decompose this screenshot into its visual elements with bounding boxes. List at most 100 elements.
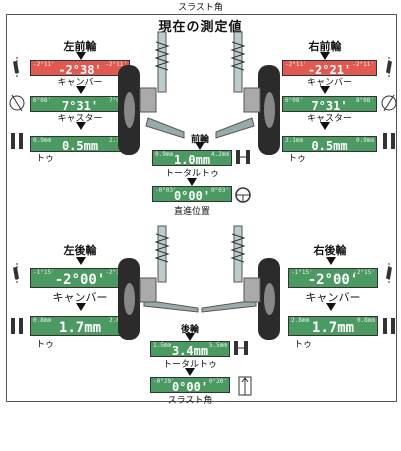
range-max: 2.8mm xyxy=(109,317,127,325)
caster-icon xyxy=(380,92,398,114)
arrow-down-icon xyxy=(320,122,330,130)
toe-icon xyxy=(8,315,26,337)
arrow-down-icon xyxy=(320,52,330,60)
arrow-down-icon xyxy=(185,368,195,376)
front-right-heading: 右前輪 xyxy=(308,40,342,53)
arrow-down-icon xyxy=(76,52,86,60)
arrow-down-icon xyxy=(76,86,86,94)
top-cut-label: スラスト角 xyxy=(178,3,223,13)
range-min: -1°15' xyxy=(33,269,55,276)
toe-value: 0.5mm xyxy=(311,139,348,152)
toe-icon xyxy=(380,130,398,152)
rear-right-camber-gauge: -1°15' -2°15' -2°00' xyxy=(288,268,378,288)
camber-value: -2°38' xyxy=(58,63,102,76)
range-min: 6°08' xyxy=(33,97,52,104)
range-min: 1.5mm xyxy=(153,342,172,349)
range-max: 5.5mm xyxy=(208,342,227,349)
camber-value: -2°21' xyxy=(307,63,352,76)
range-max: -2°15' xyxy=(105,269,127,276)
front-left-camber-gauge: -2°11' -2°11' -2°38' xyxy=(30,60,130,76)
measurement-panel-frame xyxy=(6,14,397,402)
toe-icon xyxy=(380,315,398,337)
range-max: -2°11' xyxy=(105,61,127,68)
range-max: -2°15' xyxy=(353,269,375,276)
range-min: 0.8mm xyxy=(33,317,52,324)
arrow-down-icon xyxy=(185,333,195,341)
toe-label: トゥ xyxy=(287,154,306,164)
total-toe-icon xyxy=(234,146,252,168)
range-max: 2.1mm xyxy=(109,137,127,145)
total-toe-label: トータルトゥ xyxy=(164,169,219,179)
rear-left-wheel-image xyxy=(118,258,140,340)
camber-label: キャンバー xyxy=(306,78,352,88)
arrow-down-icon xyxy=(326,257,336,265)
front-left-toe-gauge: 0.9mm 2.1mm 0.5mm xyxy=(30,136,130,152)
rear-right-wheel-image xyxy=(258,258,280,340)
range-min: -1°15' xyxy=(291,269,313,276)
thrust-angle-icon xyxy=(236,375,254,397)
toe-icon xyxy=(8,130,26,152)
camber-value: -2°00' xyxy=(54,272,106,288)
thrust-angle-value: 0°00' xyxy=(171,380,209,393)
range-min: 2.1mm xyxy=(285,137,304,144)
front-left-heading: 左前輪 xyxy=(63,40,97,53)
straight-position-label: 直進位置 xyxy=(173,207,210,217)
camber-icon xyxy=(8,56,26,78)
range-min: -2°11' xyxy=(33,61,55,68)
toe-label: トゥ xyxy=(35,340,54,350)
range-min: 0.9mm xyxy=(155,151,174,158)
rear-right-heading: 右後輪 xyxy=(313,244,347,257)
total-toe-icon xyxy=(232,337,250,359)
toe-value: 1.7mm xyxy=(58,320,102,336)
camber-icon xyxy=(380,262,398,284)
caster-label: キャスター xyxy=(306,114,352,124)
arrow-down-icon xyxy=(187,178,197,186)
arrow-down-icon xyxy=(76,122,86,130)
range-max: 8°08' xyxy=(355,97,374,104)
range-max: 7°08' xyxy=(109,97,127,105)
toe-value: 0.5mm xyxy=(61,139,99,152)
front-right-camber-gauge: -2°11' -2°11' -2°21' xyxy=(282,60,377,76)
arrow-down-icon xyxy=(320,86,330,94)
camber-value: -2°00' xyxy=(307,272,359,288)
range-min: -0°20' xyxy=(153,378,175,385)
front-right-toe-gauge: 2.1mm 0.9mm 0.5mm xyxy=(282,136,377,152)
thrust-angle-label: スラスト角 xyxy=(167,396,213,406)
range-min: 6°08' xyxy=(285,97,304,104)
range-min: 2.8mm xyxy=(291,317,310,324)
arrow-down-icon xyxy=(195,142,205,150)
caster-value: 7°31' xyxy=(311,99,348,112)
straight-position-value: 0°00' xyxy=(173,189,211,202)
rear-left-heading: 左後輪 xyxy=(63,244,97,257)
front-left-wheel-image xyxy=(118,65,140,155)
front-total-toe-gauge: 0.9mm 4.2mm 1.0mm xyxy=(152,150,232,166)
range-min: 0.9mm xyxy=(33,137,52,144)
range-max: 0°03' xyxy=(210,187,229,194)
rear-left-toe-gauge: 0.8mm 2.8mm 1.7mm xyxy=(30,316,130,336)
range-min: -2°11' xyxy=(285,61,307,68)
front-right-wheel-image xyxy=(258,65,280,155)
toe-label: トゥ xyxy=(293,340,312,350)
range-max: 4.2mm xyxy=(210,151,229,158)
front-axle-heading: 前輪 xyxy=(190,135,209,145)
front-left-caster-gauge: 6°08' 7°08' 7°31' xyxy=(30,96,130,112)
range-min: -0°03' xyxy=(155,187,177,194)
rear-left-camber-gauge: -1°15' -2°15' -2°00' xyxy=(30,268,130,288)
arrow-down-icon xyxy=(76,257,86,265)
range-max: -2°11' xyxy=(352,61,374,68)
range-max: 0.9mm xyxy=(355,137,374,144)
front-suspension-illustration xyxy=(139,31,261,139)
page-title: 現在の測定値 xyxy=(158,20,243,35)
caster-icon xyxy=(8,92,26,114)
caster-label: キャスター xyxy=(57,114,103,124)
rear-right-toe-gauge: 2.8mm 0.8mm 1.7mm xyxy=(288,316,378,336)
range-max: 0.8mm xyxy=(356,317,375,324)
camber-icon xyxy=(8,262,26,284)
steering-wheel-icon xyxy=(234,184,252,206)
rear-total-toe-gauge: 1.5mm 5.5mm 3.4mm xyxy=(150,341,230,357)
toe-label: トゥ xyxy=(35,154,54,164)
range-max: 0°20' xyxy=(208,378,227,385)
straight-position-gauge: -0°03' 0°03' 0°00' xyxy=(152,186,232,202)
camber-icon xyxy=(380,56,398,78)
arrow-down-icon xyxy=(76,303,86,311)
